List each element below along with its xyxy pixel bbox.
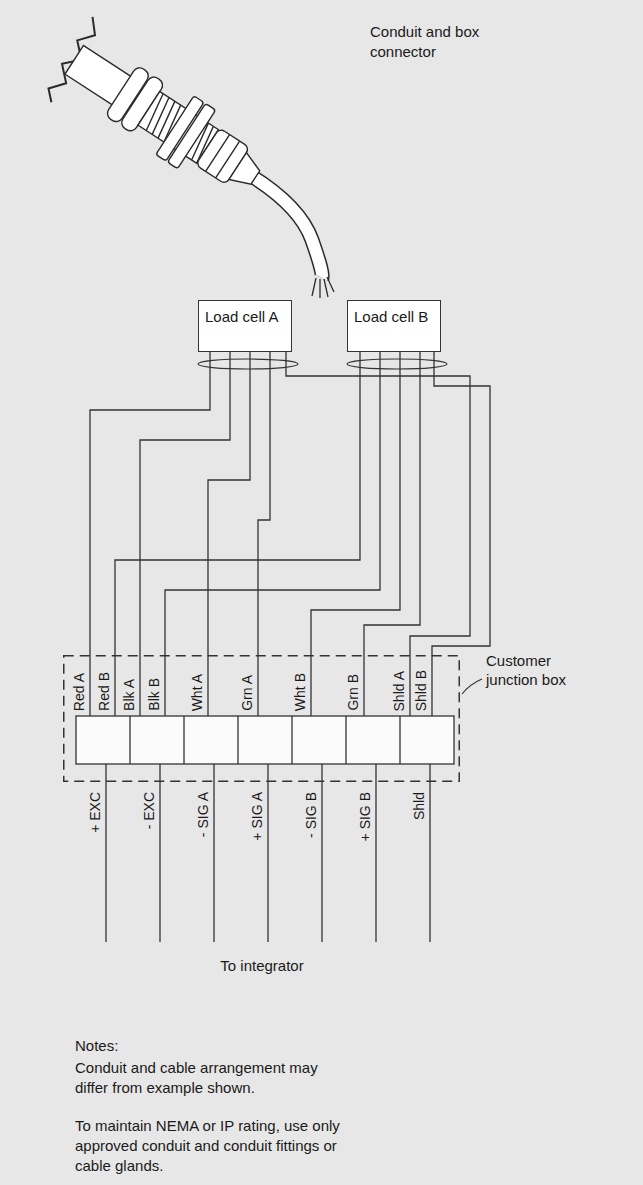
cable-body bbox=[250, 175, 322, 278]
wire-color-name: Red B bbox=[96, 672, 112, 711]
wire-stub bbox=[90, 655, 432, 716]
terminal-divider bbox=[130, 716, 400, 764]
wire bbox=[258, 352, 270, 655]
wire-color-name: Wht A bbox=[189, 674, 205, 711]
wire-color-name: Grn A bbox=[239, 675, 255, 711]
load-cell-box: Load cell A bbox=[198, 300, 292, 352]
conduit-connector bbox=[41, 17, 280, 218]
load-cell-box: Load cell B bbox=[347, 300, 441, 352]
leader-line bbox=[462, 679, 482, 694]
box-label: Load cell A bbox=[205, 308, 285, 326]
gland-taper bbox=[229, 153, 264, 191]
signal-name: - SIG B bbox=[303, 792, 319, 838]
wire-color-name: Shld B bbox=[413, 670, 429, 711]
wire-color-name: Shld A bbox=[391, 671, 407, 711]
signal-name: + SIG B bbox=[357, 792, 373, 841]
signal-name: Shld bbox=[411, 792, 427, 820]
note-text: Conduit and cable arrangement may differ… bbox=[75, 1058, 343, 1098]
wire bbox=[90, 352, 210, 655]
signal-name: + SIG A bbox=[249, 792, 265, 841]
destination-label: To integrator bbox=[162, 956, 362, 976]
notes-heading: Notes: bbox=[75, 1036, 343, 1056]
wire-color-name: Grn B bbox=[345, 674, 361, 711]
box-label: Load cell B bbox=[354, 308, 434, 326]
junction-box: Customer junction box bbox=[63, 655, 460, 782]
signal-name: - SIG A bbox=[195, 792, 211, 837]
wire-color-name: Red A bbox=[71, 673, 87, 711]
junction-box-outline bbox=[63, 655, 460, 782]
wire bbox=[140, 352, 230, 655]
wire bbox=[432, 352, 490, 655]
wire bbox=[208, 352, 250, 655]
cable-bundle bbox=[347, 359, 447, 369]
box-heading: Customer junction box bbox=[486, 651, 594, 689]
wire bbox=[286, 352, 470, 655]
wire-color-name: Wht B bbox=[292, 673, 308, 711]
signal-name: + EXC bbox=[87, 792, 103, 833]
signal-name: - EXC bbox=[141, 792, 157, 829]
wire bbox=[311, 352, 400, 655]
wire-color-name: Blk A bbox=[121, 679, 137, 711]
cable-wire-ends bbox=[312, 277, 334, 298]
part-name: Conduit and box connector bbox=[370, 22, 495, 62]
cable-outline bbox=[250, 175, 322, 278]
dashed-border bbox=[64, 656, 460, 782]
wire-color-name: Blk B bbox=[146, 678, 162, 711]
note-text: To maintain NEMA or IP rating, use only … bbox=[75, 1116, 343, 1176]
integrator-wire bbox=[106, 764, 430, 942]
wire bbox=[364, 352, 420, 655]
terminal-strip bbox=[76, 716, 454, 764]
cable-bundle bbox=[198, 359, 298, 369]
